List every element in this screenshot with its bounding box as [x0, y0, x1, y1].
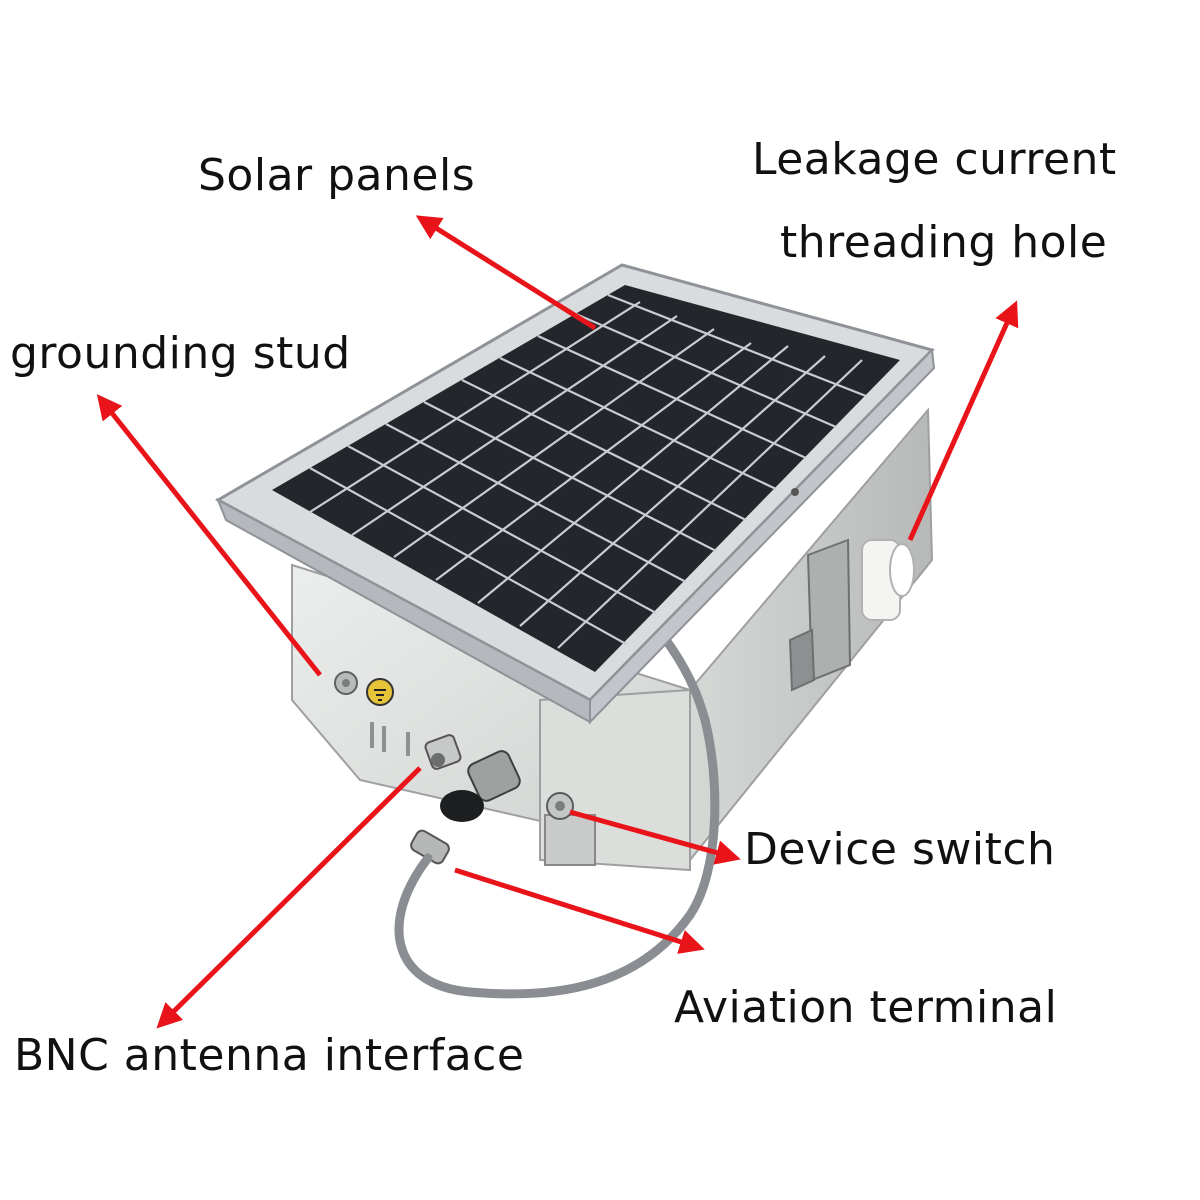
- label-grounding-stud: grounding stud: [10, 328, 351, 379]
- aviation-cable: [394, 635, 720, 999]
- arrow-bnc-antenna: [156, 766, 422, 1029]
- arrow-leakage-hole: [907, 300, 1019, 542]
- latch-clasp: [788, 538, 852, 692]
- solar-panel-frame-side: [589, 347, 936, 725]
- label-bnc-antenna-interface: BNC antenna interface: [14, 1030, 525, 1081]
- enclosure-box: [291, 407, 934, 999]
- grounding-sticker: [366, 678, 394, 706]
- arrow-grounding-stud: [96, 394, 322, 677]
- grounding-stud: [334, 671, 358, 695]
- frame-hole: [791, 488, 799, 496]
- label-aviation-terminal: Aviation terminal: [674, 982, 1058, 1033]
- device-switch: [546, 792, 574, 820]
- solar-cell-grid: [309, 293, 867, 649]
- arrow-solar-panels: [415, 215, 597, 331]
- threading-hole-fitting: [861, 539, 915, 621]
- label-solar-panels: Solar panels: [198, 150, 476, 201]
- aviation-plug: [410, 750, 521, 865]
- annotation-arrows: [96, 215, 1019, 1029]
- label-leakage-current: Leakage current: [752, 134, 1117, 185]
- bnc-connector: [424, 734, 462, 770]
- label-device-switch: Device switch: [744, 824, 1056, 875]
- solar-cells: [272, 285, 900, 672]
- label-threading-hole: threading hole: [780, 217, 1108, 268]
- bottom-pins: [370, 722, 410, 756]
- arrow-device-switch: [569, 809, 741, 865]
- solar-panel: [214, 263, 936, 725]
- mounting-bracket: [544, 814, 596, 866]
- arrow-aviation-terminal: [454, 867, 705, 954]
